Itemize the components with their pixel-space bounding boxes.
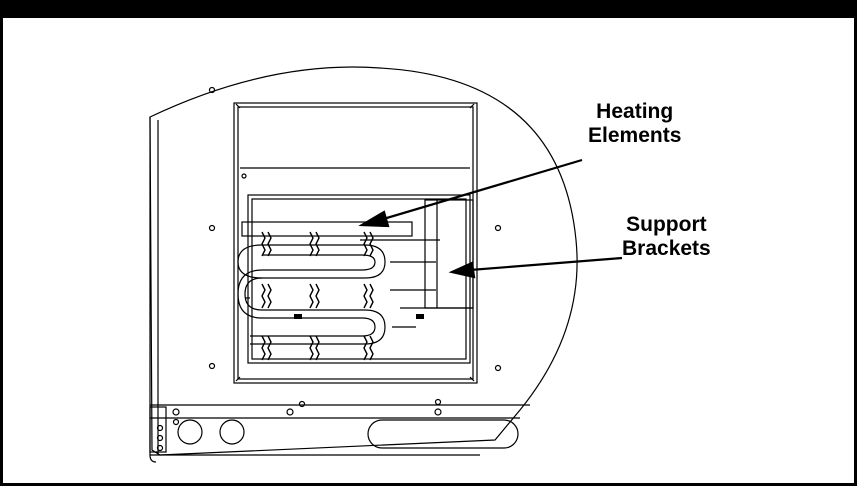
- element-box: [247, 194, 471, 364]
- heating-element-tubes: [237, 221, 440, 345]
- support-label-line2: Brackets: [622, 237, 711, 260]
- support-brackets-label: Support Brackets: [622, 213, 711, 261]
- slot: [367, 419, 519, 449]
- callout-arrows: [358, 158, 623, 279]
- heating-label-line1: Heating: [596, 100, 674, 123]
- hole-1: [177, 419, 203, 445]
- heating-elements-label: Heating Elements: [588, 100, 681, 148]
- coil-markers: [261, 231, 374, 361]
- panel-outline: [149, 66, 578, 456]
- bottom-rail: [150, 404, 530, 456]
- heater-housing: [233, 102, 478, 384]
- heating-label-line2: Elements: [588, 124, 682, 147]
- support-label-line1: Support: [626, 213, 707, 236]
- hole-2: [219, 419, 245, 445]
